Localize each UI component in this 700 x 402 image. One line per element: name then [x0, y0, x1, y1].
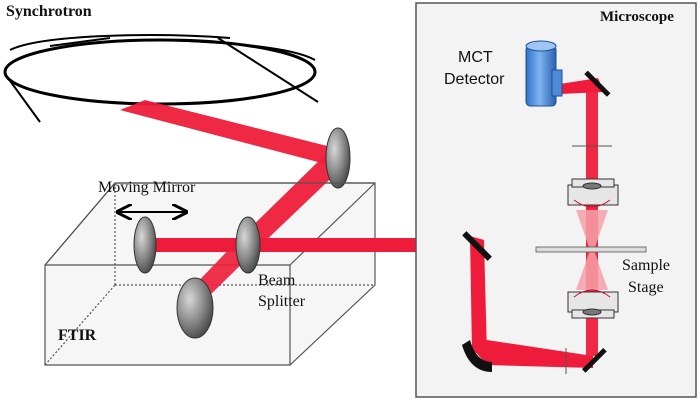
mirror-upper: [325, 127, 351, 189]
beam-source: [120, 100, 343, 167]
beam-bottom: [472, 340, 593, 368]
ftir-box-front: [44, 182, 375, 266]
beam-splitter: [235, 216, 261, 274]
beam-moving-arm: [145, 238, 250, 252]
sample-stage-plate: [535, 246, 647, 253]
mct-label-line1: MCT: [458, 49, 493, 66]
moving-mirror-label: Moving Mirror: [98, 179, 196, 196]
mirror-microscope-bottom: [581, 347, 607, 373]
mct-label-line2: Detector: [444, 71, 505, 88]
beam-splitter-label-line2: Splitter: [258, 293, 306, 310]
objective-upper: [567, 178, 619, 208]
mirror-fixed: [176, 277, 214, 339]
beam-to-splitter: [238, 150, 348, 248]
beam-diagonal: [470, 236, 487, 355]
beam-splitter-label-line1: Beam: [258, 272, 296, 289]
moving-mirror: [133, 216, 157, 274]
microscope-label: Microscope: [600, 9, 674, 25]
mirror-microscope-entry: [462, 231, 492, 261]
microscope-frame: [415, 2, 697, 398]
curved-mirror: [462, 340, 492, 372]
mct-detector: [525, 40, 563, 107]
ftir-label: FTIR: [58, 327, 97, 344]
objective-lower: [567, 289, 619, 319]
mirror-microscope-top: [584, 70, 611, 97]
sample-stage-label-line2: Stage: [628, 279, 664, 296]
synchrotron-label: Synchrotron: [6, 3, 92, 20]
sample-stage-label-line1: Sample: [622, 257, 670, 274]
